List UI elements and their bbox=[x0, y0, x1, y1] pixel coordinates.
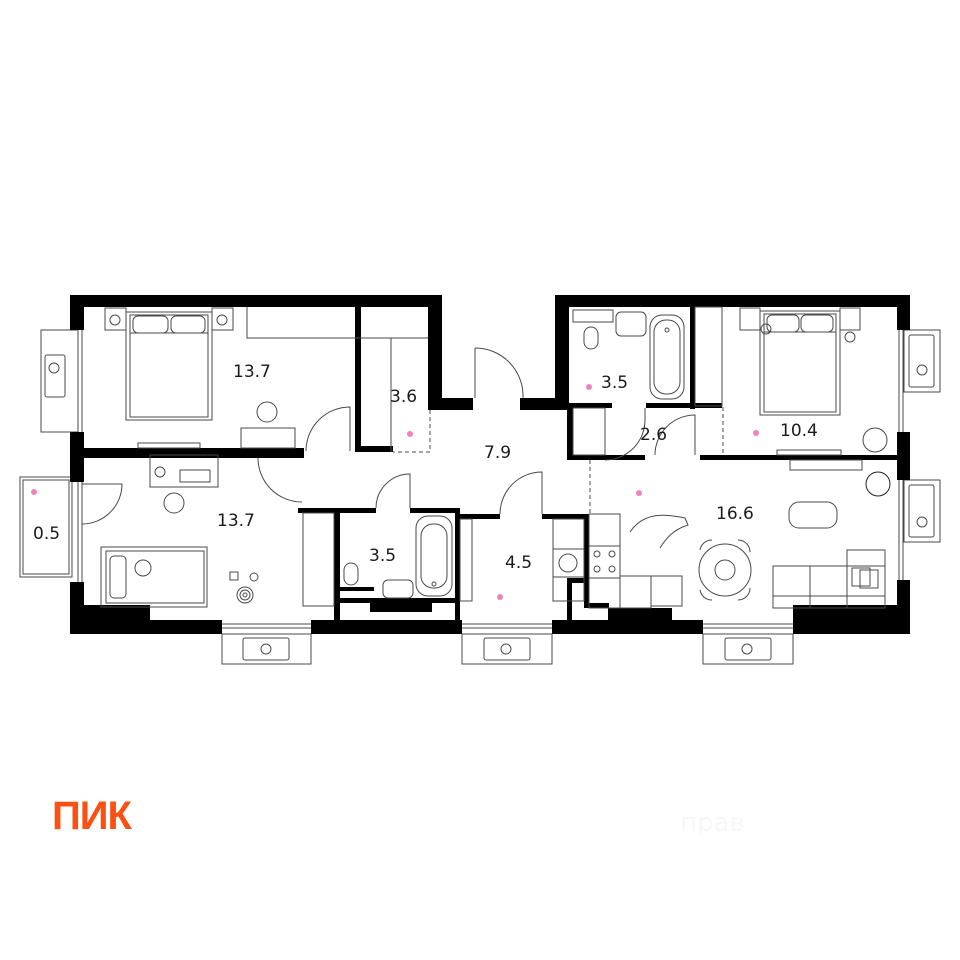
desk bbox=[240, 427, 296, 449]
fridge bbox=[588, 513, 621, 547]
bathtub bbox=[415, 515, 453, 597]
watermark: прав bbox=[680, 808, 745, 838]
double-bed bbox=[759, 310, 841, 416]
ac-unit-left-top bbox=[40, 329, 79, 433]
furniture bbox=[77, 306, 904, 629]
fan-icon bbox=[916, 516, 928, 528]
toilet bbox=[583, 326, 599, 350]
walls bbox=[70, 295, 910, 634]
stove bbox=[588, 545, 621, 579]
coffee-table bbox=[788, 501, 838, 529]
desk bbox=[149, 454, 219, 488]
fan-icon bbox=[500, 643, 512, 655]
area-label-hallway: 7.9 bbox=[484, 443, 511, 463]
single-bed bbox=[100, 546, 208, 608]
area-label-bedroom-2: 10.4 bbox=[780, 421, 818, 441]
sink bbox=[615, 311, 647, 337]
fan-icon bbox=[916, 364, 928, 376]
area-label-bathroom-2: 3.5 bbox=[369, 546, 396, 566]
brand-logo: ПИК bbox=[52, 794, 132, 838]
sink bbox=[382, 579, 414, 599]
area-label-bathroom-1: 3.5 bbox=[601, 373, 628, 393]
plant bbox=[862, 427, 888, 453]
chair bbox=[256, 401, 278, 423]
dining-table bbox=[698, 543, 752, 597]
double-bed bbox=[125, 311, 213, 421]
area-label-wardrobe: 3.6 bbox=[390, 387, 417, 407]
area-labels: 13.7 3.6 7.9 3.5 2.6 10.4 0.5 13.7 3.5 4… bbox=[33, 362, 818, 573]
window-sills bbox=[19, 329, 941, 665]
area-label-kids-room: 13.7 bbox=[217, 511, 255, 531]
dog bbox=[629, 514, 689, 549]
toilet bbox=[343, 562, 359, 586]
washing-machine bbox=[552, 548, 585, 578]
bathtub bbox=[649, 314, 685, 400]
sink bbox=[619, 575, 652, 609]
fan-icon bbox=[48, 362, 60, 374]
plant bbox=[865, 471, 891, 497]
fan-icon bbox=[741, 643, 753, 655]
area-label-kitchen-living: 16.6 bbox=[716, 504, 754, 524]
area-label-corridor: 2.6 bbox=[640, 425, 667, 445]
area-label-laundry: 4.5 bbox=[505, 553, 532, 573]
area-label-bedroom-1: 13.7 bbox=[233, 362, 271, 382]
fan-icons bbox=[48, 362, 928, 655]
room-markers bbox=[31, 384, 759, 600]
area-label-balcony: 0.5 bbox=[33, 524, 60, 544]
sofa bbox=[772, 565, 886, 609]
chair bbox=[163, 492, 185, 514]
fan-icon bbox=[260, 643, 272, 655]
